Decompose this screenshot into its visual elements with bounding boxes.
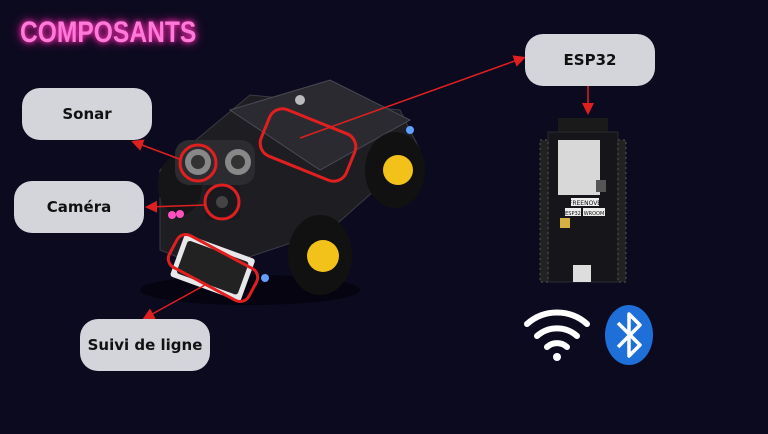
wheel — [288, 215, 352, 295]
wheel — [365, 132, 425, 208]
board-chip-text: ESP32 — [565, 211, 581, 217]
esp32-arrow — [299, 55, 526, 139]
line-sensor-highlight — [166, 233, 260, 303]
line-follower-arrow — [142, 284, 206, 320]
camera-label: Caméra — [14, 181, 144, 233]
sonar-highlight — [178, 143, 218, 183]
bluetooth-icon — [605, 305, 653, 365]
camera-arrow — [145, 200, 206, 213]
esp32-highlight — [258, 107, 358, 183]
board-brand-text: FREENOVE — [569, 200, 601, 207]
wifi-icon — [524, 309, 590, 361]
camera-highlight — [203, 183, 241, 221]
line-follower-label: Suivi de ligne — [80, 319, 210, 371]
sonar-arrow — [131, 139, 183, 161]
page-title: COMPOSANTS — [20, 16, 197, 49]
esp32-board-image: FREENOVE ESP32 WROOM — [539, 118, 627, 283]
board-module-text: WROOM — [584, 211, 605, 217]
sonar-label: Sonar — [22, 88, 152, 140]
esp32-label: ESP32 — [525, 34, 655, 86]
